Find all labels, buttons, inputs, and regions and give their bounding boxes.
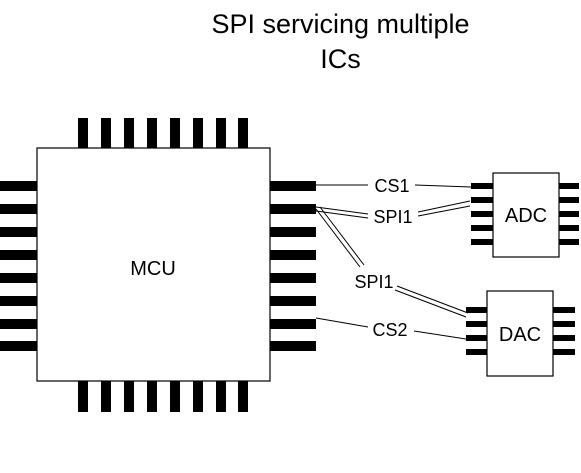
mcu-top-pin <box>101 118 111 148</box>
mcu-right-pin <box>270 296 316 306</box>
dac-left-pin <box>466 321 487 327</box>
mcu-bottom-pin <box>216 381 226 412</box>
adc-left-pin <box>471 211 493 217</box>
mcu-top-pin <box>147 118 157 148</box>
mcu-top-pin <box>216 118 226 148</box>
mcu-left-pin <box>0 250 37 260</box>
cs2-label: CS2 <box>372 320 407 340</box>
spi-adc-connection: SPI1 <box>315 200 471 227</box>
adc-left-pin <box>471 225 493 231</box>
mcu-left-pin <box>0 319 37 329</box>
adc-right-pin <box>559 239 579 245</box>
mcu-right-pin <box>270 227 316 237</box>
mcu-chip <box>36 147 271 382</box>
cs1-connection: CS1 <box>316 176 472 196</box>
mcu-bottom-pin <box>78 381 88 412</box>
dac-right-pin <box>553 321 575 327</box>
mcu-left-pin <box>0 341 37 351</box>
mcu-left-pin <box>0 181 37 191</box>
mcu-bottom-pin <box>238 381 248 412</box>
adc-pins <box>471 183 579 245</box>
dac-label: DAC <box>499 324 541 346</box>
mcu-bottom-pin <box>124 381 134 412</box>
mcu-right-pin <box>270 341 316 351</box>
mcu-bottom-pin <box>193 381 203 412</box>
adc-chip <box>492 172 560 258</box>
mcu-pins <box>0 118 316 412</box>
mcu-top-pin <box>170 118 180 148</box>
mcu-left-pin <box>0 273 37 283</box>
dac-chip <box>486 290 554 377</box>
cs2-connection: CS2 <box>315 317 467 340</box>
adc-right-pin <box>559 211 579 217</box>
spi-adc-label: SPI1 <box>373 207 412 227</box>
dac-right-pin <box>553 335 575 341</box>
diagram-title-line-1: SPI servicing multiple <box>211 9 470 39</box>
mcu-right-pin <box>270 181 316 191</box>
mcu-right-pin <box>270 204 316 214</box>
dac-left-pin <box>466 307 487 313</box>
spi-dac-connection: SPI1 <box>315 206 469 318</box>
mcu-top-pin <box>124 118 134 148</box>
mcu-left-pin <box>0 204 37 214</box>
adc-right-pin <box>559 197 579 203</box>
adc-right-pin <box>559 225 579 231</box>
dac-pins <box>466 307 575 355</box>
mcu-top-pin <box>238 118 248 148</box>
mcu-bottom-pin <box>170 381 180 412</box>
mcu-top-pin <box>193 118 203 148</box>
mcu-left-pin <box>0 227 37 237</box>
adc-left-pin <box>471 239 493 245</box>
mcu-label: MCU <box>130 258 176 280</box>
adc-label: ADC <box>505 205 547 227</box>
mcu-right-pin <box>270 273 316 283</box>
dac-left-pin <box>466 349 487 355</box>
mcu-left-pin <box>0 296 37 306</box>
mcu-right-pin <box>270 319 316 329</box>
mcu-bottom-pin <box>147 381 157 412</box>
adc-left-pin <box>471 183 493 189</box>
dac-right-pin <box>553 349 575 355</box>
spi-dac-label: SPI1 <box>354 272 393 292</box>
dac-right-pin <box>553 307 575 313</box>
mcu-right-pin <box>270 250 316 260</box>
adc-left-pin <box>471 197 493 203</box>
mcu-bottom-pin <box>101 381 111 412</box>
mcu-top-pin <box>78 118 88 148</box>
diagram-title-line-2: ICs <box>320 44 361 74</box>
adc-right-pin <box>559 183 579 189</box>
dac-left-pin <box>466 335 487 341</box>
cs1-label: CS1 <box>374 176 409 196</box>
